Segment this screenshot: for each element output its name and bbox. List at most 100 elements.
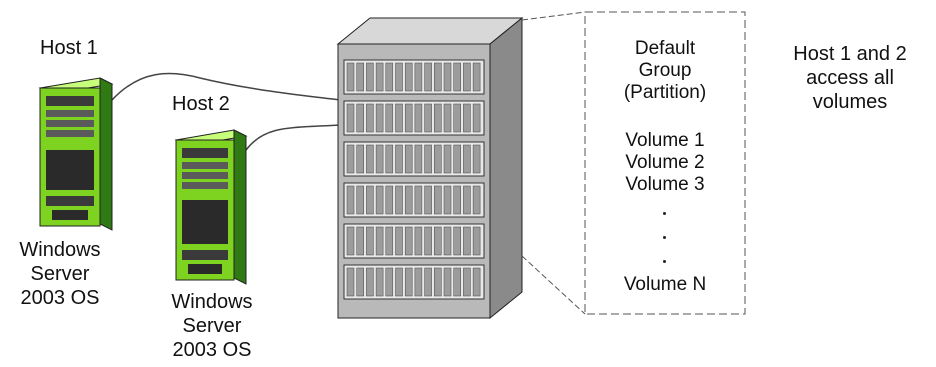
drive-bay xyxy=(453,62,461,92)
drive-bay xyxy=(395,62,403,92)
drive-bay xyxy=(443,226,452,256)
drive-bay xyxy=(385,62,394,92)
storage-shelf xyxy=(343,264,485,300)
drive-bay xyxy=(346,185,355,215)
drive-bay xyxy=(366,267,374,297)
volume-2-label: Volume 2 xyxy=(625,152,705,173)
drive-bay xyxy=(375,62,384,92)
drive-bay xyxy=(453,226,461,256)
drive-bay xyxy=(375,185,384,215)
drive-bay xyxy=(356,103,364,133)
drive-bay xyxy=(395,103,403,133)
storage-shelf xyxy=(343,141,485,177)
drive-bay xyxy=(404,144,413,174)
drive-bay xyxy=(366,144,374,174)
drive-bay xyxy=(356,226,364,256)
drive-bay xyxy=(424,62,432,92)
host1-os-label: Windows Server 2003 OS xyxy=(19,239,101,309)
drive-bay xyxy=(472,62,481,92)
drive-bay xyxy=(434,103,442,133)
drive-bay xyxy=(404,103,413,133)
drive-bay xyxy=(366,103,374,133)
drive-bay xyxy=(385,103,394,133)
drive-bay xyxy=(375,103,384,133)
drive-bay xyxy=(414,144,423,174)
drive-bay xyxy=(366,185,374,215)
drive-bay xyxy=(414,267,423,297)
volume-n-label: Volume N xyxy=(623,274,707,295)
drive-bay xyxy=(414,226,423,256)
partition-title: Default Group (Partition) xyxy=(623,38,707,103)
drive-bay xyxy=(463,185,471,215)
drive-bay xyxy=(375,226,384,256)
drive-bay xyxy=(453,267,461,297)
drive-bay xyxy=(434,267,442,297)
drive-bay xyxy=(395,267,403,297)
storage-array-icon xyxy=(336,16,524,320)
drive-bay xyxy=(356,267,364,297)
drive-bay xyxy=(414,103,423,133)
drive-bay xyxy=(443,267,452,297)
host2-server-icon xyxy=(174,129,248,285)
drive-bay xyxy=(385,226,394,256)
drive-bay xyxy=(424,103,432,133)
drive-bay xyxy=(404,226,413,256)
drive-bay xyxy=(346,62,355,92)
drive-bay xyxy=(463,144,471,174)
drive-bay xyxy=(366,226,374,256)
drive-bay xyxy=(356,185,364,215)
volume-1-label: Volume 1 xyxy=(625,130,705,151)
ellipsis-dot xyxy=(663,236,666,239)
drive-bay xyxy=(346,144,355,174)
drive-bay xyxy=(434,144,442,174)
drive-bay xyxy=(472,144,481,174)
drive-bay xyxy=(443,103,452,133)
drive-bay xyxy=(346,267,355,297)
ellipsis-dot xyxy=(663,212,666,215)
zoom-line-bottom xyxy=(521,255,586,315)
drive-bay xyxy=(346,103,355,133)
drive-bay xyxy=(472,103,481,133)
storage-shelf xyxy=(343,59,485,95)
drive-bay xyxy=(356,62,364,92)
drive-bay xyxy=(424,185,432,215)
drive-bay xyxy=(395,226,403,256)
drive-bay xyxy=(472,267,481,297)
storage-shelf xyxy=(343,100,485,136)
drive-bay xyxy=(395,144,403,174)
drive-bay xyxy=(385,267,394,297)
drive-bay xyxy=(346,226,355,256)
drive-bay xyxy=(424,144,432,174)
drive-bay xyxy=(434,226,442,256)
zoom-line-top xyxy=(521,11,586,21)
partition-frame xyxy=(584,11,746,315)
drive-bay xyxy=(434,62,442,92)
drive-bay xyxy=(434,185,442,215)
host2-cable xyxy=(245,124,341,151)
drive-bay xyxy=(404,62,413,92)
drive-bay xyxy=(424,267,432,297)
drive-bay xyxy=(424,226,432,256)
drive-bay xyxy=(356,144,364,174)
host2-os-label: Windows Server 2003 OS xyxy=(171,291,253,361)
drive-bay xyxy=(443,62,452,92)
drive-bay xyxy=(472,185,481,215)
drive-bay xyxy=(443,144,452,174)
drive-bay xyxy=(453,144,461,174)
host1-server-icon xyxy=(38,77,114,231)
ellipsis-dot xyxy=(663,260,666,263)
drive-bay xyxy=(385,185,394,215)
access-note: Host 1 and 2 access all volumes xyxy=(793,43,907,113)
host1-cable xyxy=(111,72,341,101)
drive-bay xyxy=(453,185,461,215)
partition-panel: Default Group (Partition) Volume 1 Volum… xyxy=(585,12,745,314)
drive-bay xyxy=(404,185,413,215)
drive-bay xyxy=(472,226,481,256)
drive-bay xyxy=(395,185,403,215)
drive-bay xyxy=(443,185,452,215)
volume-3-label: Volume 3 xyxy=(625,174,705,195)
drive-bay xyxy=(463,267,471,297)
drive-bay xyxy=(375,267,384,297)
drive-bay xyxy=(453,103,461,133)
